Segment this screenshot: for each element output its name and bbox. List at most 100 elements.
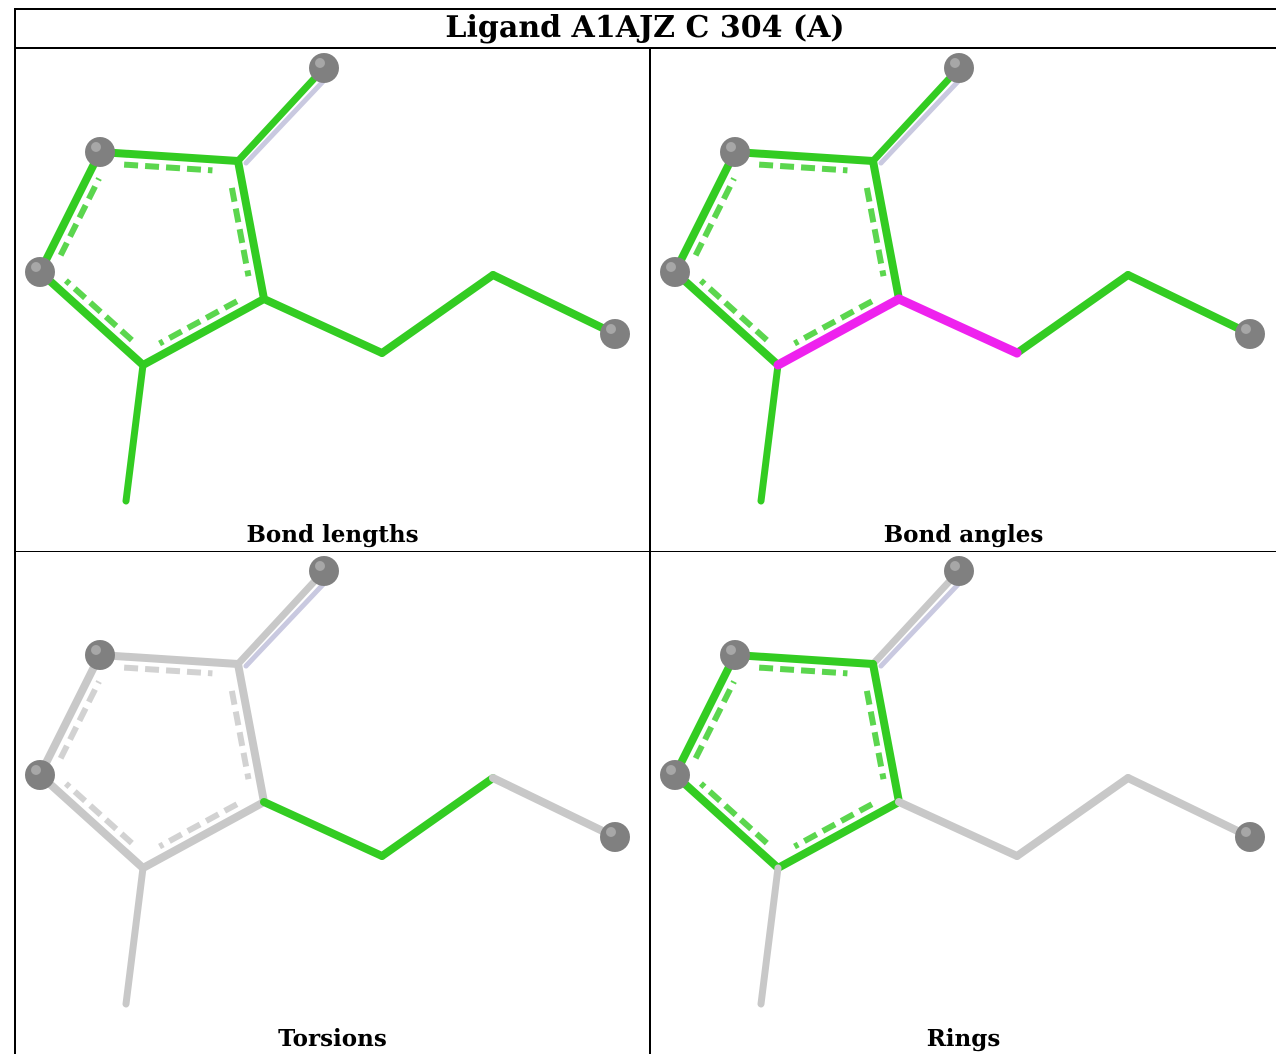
bond-d-f <box>260 295 386 357</box>
atom-sphere-a-shine <box>726 142 736 152</box>
bond-f-g <box>1013 271 1132 357</box>
ring-aromatic-dash-a-e <box>123 664 213 677</box>
table-left-border <box>14 8 16 1054</box>
atom-sphere-b-shine <box>666 262 676 272</box>
ring-aromatic-dash-a-e <box>758 161 848 174</box>
bond-d-f <box>895 798 1021 860</box>
atom-sphere-k-shine <box>315 58 325 68</box>
ring-aromatic-dash-d-c <box>793 801 874 850</box>
bond-g-h <box>1124 271 1254 338</box>
ring-aromatic-dash-d-c <box>793 298 874 347</box>
ring-bond-a-e <box>96 148 242 165</box>
bond-methyl <box>757 864 782 1008</box>
atom-sphere-k <box>944 53 974 83</box>
bond-e-k <box>234 567 328 668</box>
title-divider <box>14 47 1276 49</box>
bond-e-k-double <box>878 69 970 166</box>
panel-torsions <box>25 556 630 1008</box>
table-top-border <box>14 8 1276 10</box>
ring-aromatic-dash-e-d <box>228 690 252 780</box>
ring-bond-e-d <box>234 157 268 303</box>
atom-sphere-a <box>720 137 750 167</box>
bond-f-g <box>378 271 497 357</box>
bond-e-k <box>234 64 328 165</box>
atom-sphere-k <box>309 53 339 83</box>
bond-f-g <box>1013 774 1132 860</box>
atom-sphere-k-shine <box>315 561 325 571</box>
bond-e-k-double <box>243 572 335 669</box>
caption-torsions: Torsions <box>278 1025 387 1052</box>
ring-bond-b-a <box>671 148 739 276</box>
ring-bond-c-b <box>671 771 782 872</box>
atom-sphere-a-shine <box>91 142 101 152</box>
atom-sphere-h <box>600 319 630 349</box>
ring-bond-e-d <box>234 660 268 806</box>
atom-sphere-b <box>25 257 55 287</box>
ring-aromatic-dash-c-b <box>698 278 769 343</box>
bond-e-k <box>869 567 963 668</box>
row-divider <box>14 551 1276 552</box>
atom-sphere-b-shine <box>666 765 676 775</box>
atom-sphere-h <box>600 822 630 852</box>
atom-sphere-b-shine <box>31 765 41 775</box>
panel-bond-angles <box>660 53 1265 505</box>
atom-sphere-a-shine <box>91 645 101 655</box>
ring-bond-c-b <box>36 771 147 872</box>
ring-bond-d-c <box>139 798 268 872</box>
atom-sphere-k <box>944 556 974 586</box>
atom-sphere-h <box>1235 319 1265 349</box>
ring-aromatic-dash-e-d <box>228 187 252 277</box>
ring-aromatic-dash-e-d <box>863 187 887 277</box>
bond-methyl <box>122 361 147 505</box>
ring-aromatic-dash-e-d <box>863 690 887 780</box>
caption-bond-lengths: Bond lengths <box>246 521 419 548</box>
bond-e-k <box>869 64 963 165</box>
ring-bond-d-c <box>774 798 903 872</box>
atom-sphere-k-shine <box>950 561 960 571</box>
ring-aromatic-dash-b-a <box>57 177 102 257</box>
ring-aromatic-dash-d-c <box>158 801 239 850</box>
ring-bond-e-d <box>869 660 903 806</box>
ring-bond-a-e <box>731 148 877 165</box>
bond-d-f <box>260 798 386 860</box>
atom-sphere-b <box>660 257 690 287</box>
atom-sphere-h <box>1235 822 1265 852</box>
caption-rings: Rings <box>926 1025 1001 1052</box>
ring-bond-b-a <box>36 148 104 276</box>
atom-sphere-h-shine <box>606 827 616 837</box>
ring-bond-d-c <box>139 295 268 369</box>
ring-aromatic-dash-d-c <box>158 298 239 347</box>
bond-methyl <box>122 864 147 1008</box>
atom-sphere-k <box>309 556 339 586</box>
atom-sphere-h-shine <box>606 324 616 334</box>
ring-bond-a-e <box>731 651 877 668</box>
atom-sphere-a <box>85 137 115 167</box>
bond-methyl <box>757 361 782 505</box>
ring-aromatic-dash-a-e <box>123 161 213 174</box>
atom-sphere-h-shine <box>1241 827 1251 837</box>
ring-aromatic-dash-c-b <box>698 781 769 846</box>
outlier-bond-d-f <box>894 294 1022 358</box>
bond-g-h <box>489 271 619 338</box>
atom-sphere-a <box>720 640 750 670</box>
ring-bond-b-a <box>36 651 104 779</box>
atom-sphere-a <box>85 640 115 670</box>
ring-bond-c-b <box>671 268 782 369</box>
ring-bond-b-a <box>671 651 739 779</box>
ring-aromatic-dash-c-b <box>63 278 134 343</box>
bond-e-k-double <box>878 572 970 669</box>
bond-g-h <box>489 774 619 841</box>
panel-rings <box>660 556 1265 1008</box>
atom-sphere-b-shine <box>31 262 41 272</box>
atom-sphere-k-shine <box>950 58 960 68</box>
bond-g-h <box>1124 774 1254 841</box>
figure-title: Ligand A1AJZ C 304 (A) <box>445 10 845 45</box>
atom-sphere-h-shine <box>1241 324 1251 334</box>
ring-bond-e-d <box>869 157 903 303</box>
atom-sphere-b <box>25 760 55 790</box>
atom-sphere-a-shine <box>726 645 736 655</box>
ring-aromatic-dash-b-a <box>692 680 737 760</box>
bond-e-k-double <box>243 69 335 166</box>
ring-bond-a-e <box>96 651 242 668</box>
